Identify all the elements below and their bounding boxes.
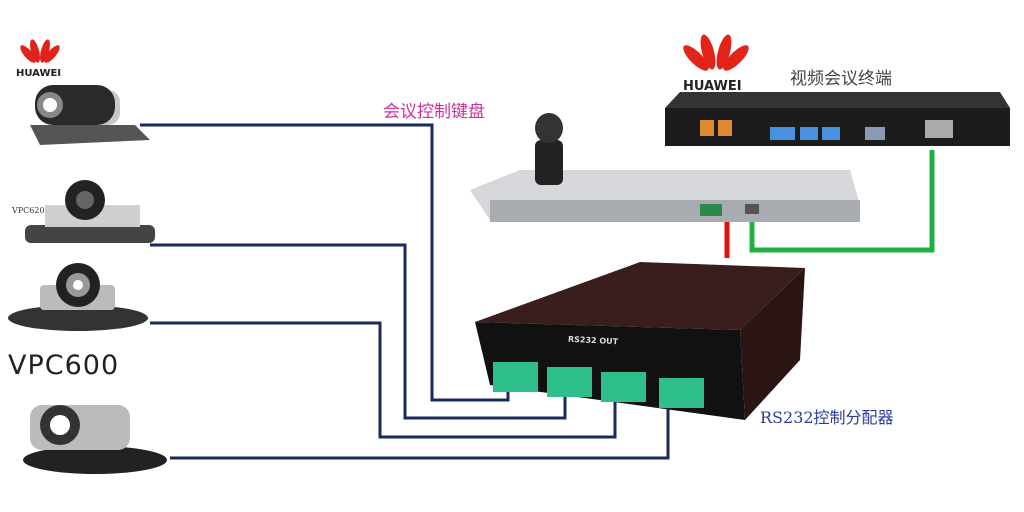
huawei-label-left: HUAWEI <box>16 68 62 79</box>
camera-4 <box>23 405 167 474</box>
camera-1 <box>30 85 150 145</box>
huawei-logo-right <box>683 34 749 71</box>
terminal-label: 视频会议终端 <box>790 69 892 89</box>
wire-camera-4 <box>170 405 670 460</box>
wire-camera-1 <box>140 123 510 402</box>
vpc600-label: VPC600 <box>8 350 120 381</box>
wire-camera-3 <box>150 321 617 439</box>
huawei-logo-left <box>20 39 60 63</box>
wire-green <box>749 150 935 253</box>
control-keyboard <box>470 113 860 222</box>
wire-camera-2 <box>150 243 567 420</box>
camera-vpc620 <box>25 180 155 243</box>
distributor-label: RS232控制分配器 <box>760 408 894 427</box>
rs232-distributor <box>475 262 805 420</box>
video-terminal <box>665 92 1010 146</box>
huawei-label-right: HUAWEI <box>683 79 742 94</box>
keyboard-label: 会议控制键盘 <box>383 102 485 122</box>
vpc620-label: VPC620 <box>12 206 45 215</box>
camera-vpc600 <box>8 263 148 331</box>
